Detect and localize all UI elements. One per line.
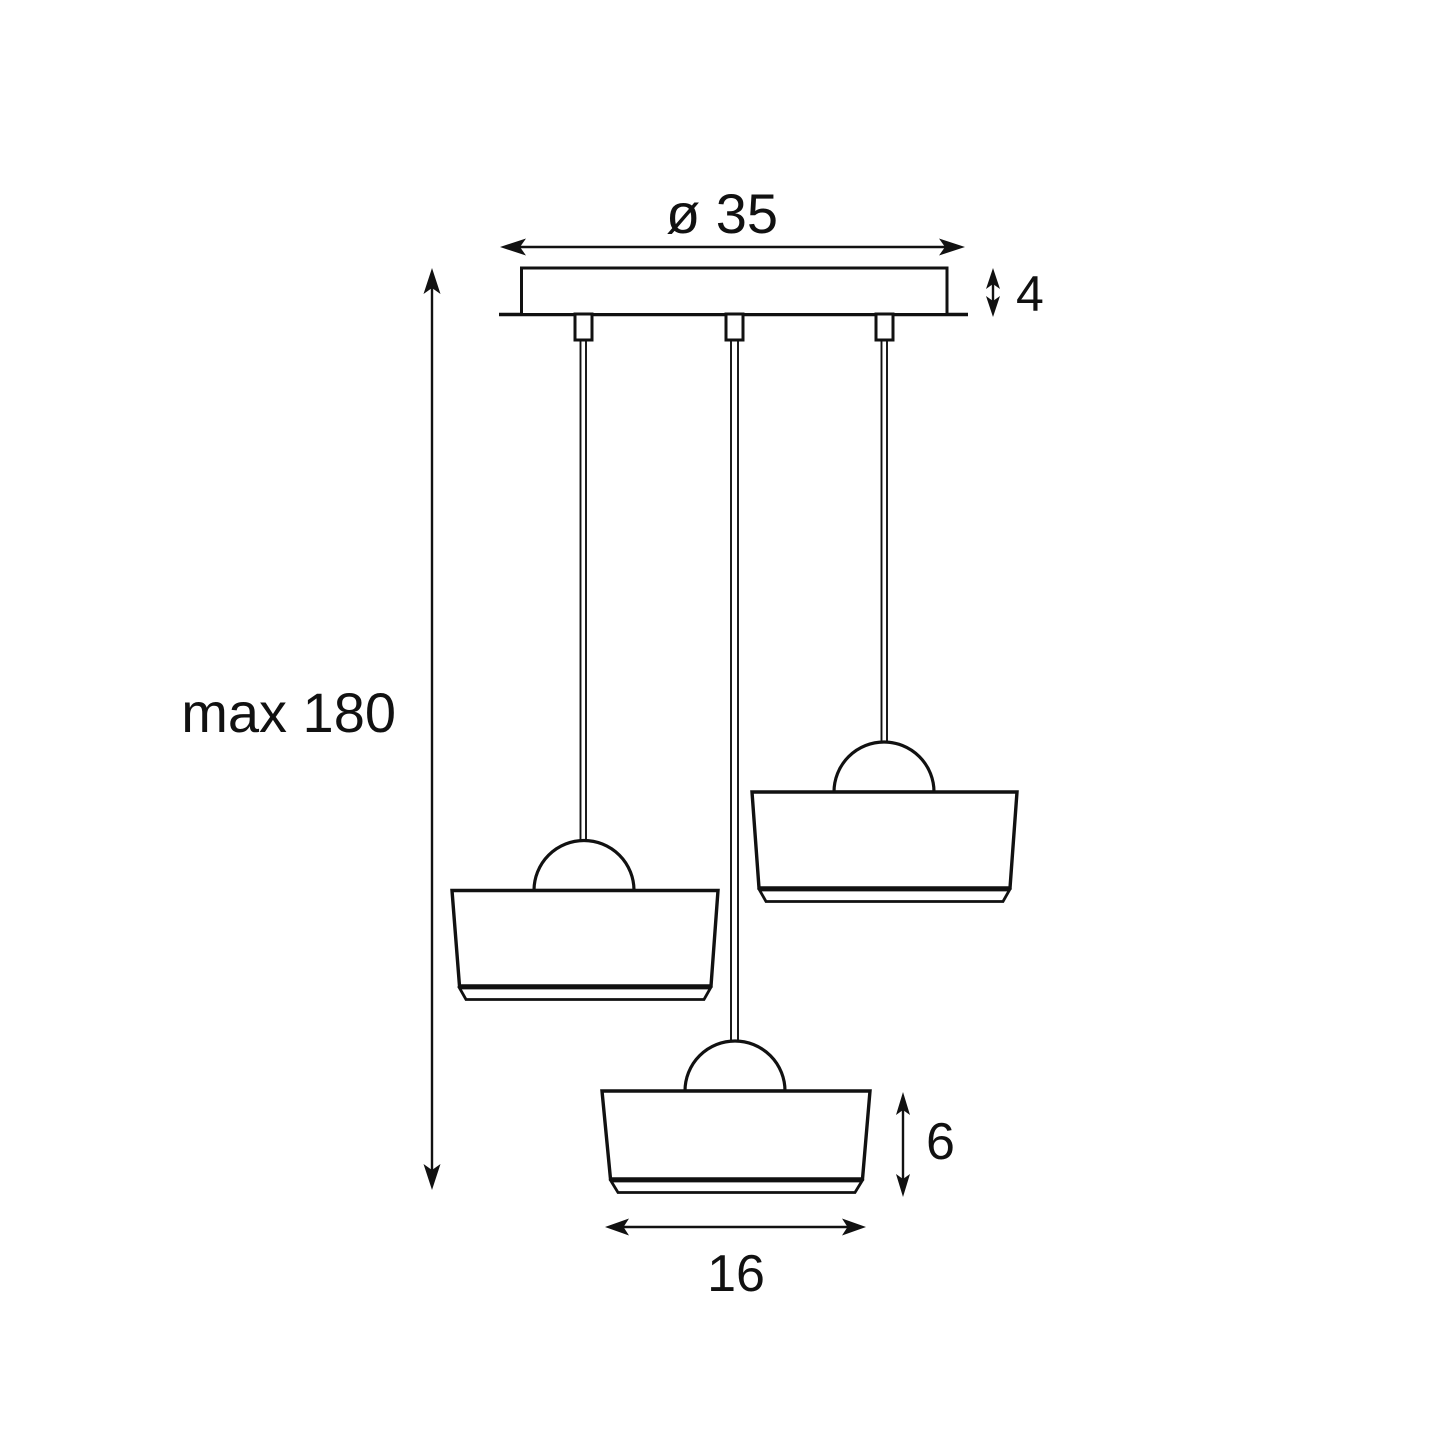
dimension-max-suspension: max 180 bbox=[181, 268, 441, 1190]
label-shade-diameter: 16 bbox=[707, 1245, 765, 1303]
cord-grip-right bbox=[874, 312, 895, 342]
pendant-bottom bbox=[600, 1039, 872, 1194]
arrow-up-icon bbox=[423, 268, 441, 294]
arrow-right-icon bbox=[939, 238, 965, 256]
arrow-up-icon bbox=[986, 268, 1000, 289]
pendant-left-shade bbox=[450, 888, 720, 988]
pendant-right-shade bbox=[750, 790, 1019, 890]
cord-left bbox=[579, 337, 587, 845]
arrow-up-icon bbox=[896, 1092, 910, 1115]
pendant-bottom-diffuser-rim bbox=[608, 1179, 865, 1194]
pendant-right-diffuser-rim bbox=[757, 888, 1012, 903]
arrow-right-icon bbox=[842, 1218, 866, 1236]
label-max-suspension: max 180 bbox=[181, 681, 396, 744]
canopy-body bbox=[520, 266, 949, 316]
dimension-shade-diameter: 16 bbox=[605, 1218, 866, 1303]
pendant-left bbox=[450, 838, 720, 1001]
cord-grip-middle bbox=[724, 312, 745, 342]
pendant-bottom-dome bbox=[683, 1039, 787, 1093]
cord-grips bbox=[573, 312, 895, 342]
label-canopy-diameter: ø 35 bbox=[666, 182, 778, 245]
pendant-bottom-shade bbox=[600, 1089, 872, 1181]
cord-right bbox=[880, 337, 888, 747]
arrow-left-icon bbox=[605, 1218, 629, 1236]
pendant-right-dome bbox=[832, 740, 936, 794]
pendant-left-dome bbox=[532, 838, 636, 893]
arrow-down-icon bbox=[423, 1164, 441, 1190]
pendant-right bbox=[750, 740, 1019, 903]
cord-grip-left bbox=[573, 312, 594, 342]
dimension-canopy-height: 4 bbox=[986, 266, 1044, 322]
label-shade-height: 6 bbox=[926, 1113, 955, 1171]
label-canopy-height: 4 bbox=[1016, 266, 1044, 322]
pendant-left-diffuser-rim bbox=[457, 986, 713, 1001]
arrow-down-icon bbox=[896, 1174, 910, 1197]
ceiling-canopy bbox=[499, 266, 968, 317]
dimension-shade-height: 6 bbox=[896, 1092, 955, 1197]
arrow-down-icon bbox=[986, 296, 1000, 317]
cord-middle bbox=[730, 337, 739, 1046]
dimension-canopy-diameter: ø 35 bbox=[500, 182, 965, 256]
arrow-left-icon bbox=[500, 238, 526, 256]
